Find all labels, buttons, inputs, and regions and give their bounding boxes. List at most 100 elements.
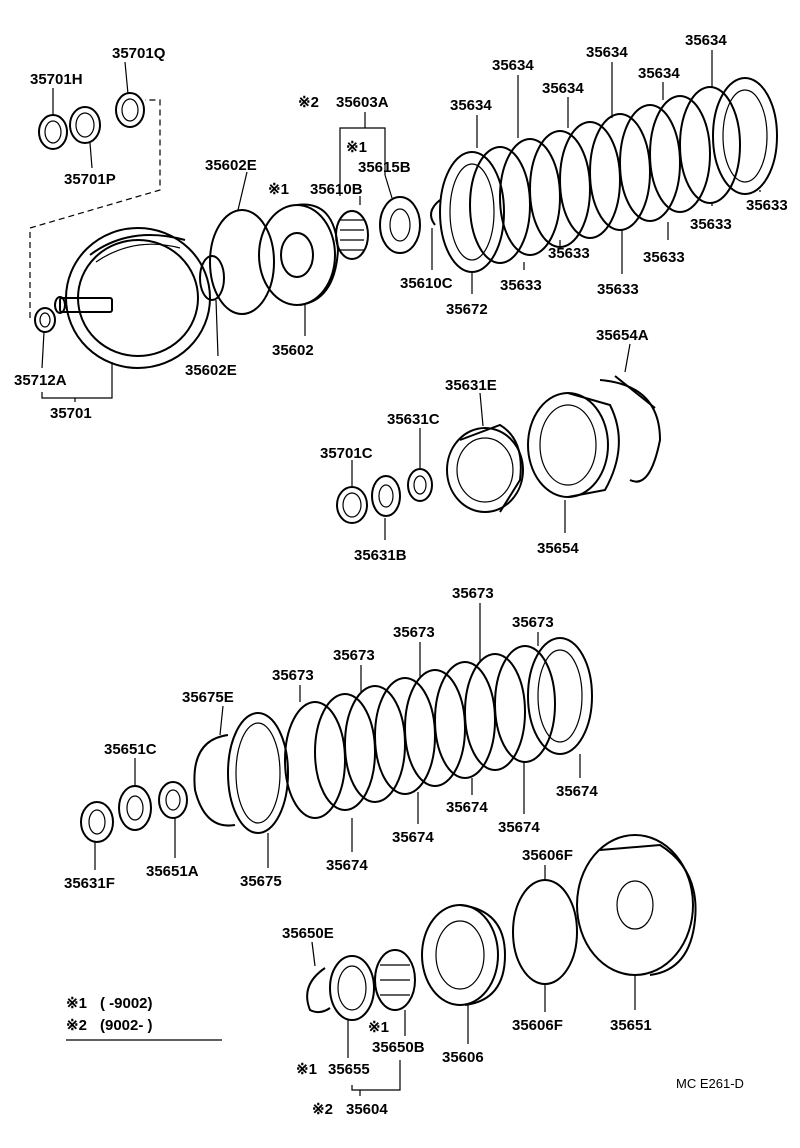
label-35615B: 35615B (358, 159, 411, 176)
part-35602E-small-oring (199, 255, 225, 301)
label-35701C: 35701C (320, 445, 373, 462)
clutch-disc-stack-lower (284, 637, 593, 819)
legend-text-1: ( -9002) (100, 995, 153, 1012)
leader-lines-top-clutch (471, 50, 761, 294)
part-35654A-snap-ring (599, 375, 662, 483)
label-35712A: 35712A (14, 372, 67, 389)
part-35651C-bearing (118, 785, 152, 831)
part-35650E-snap-ring (306, 967, 331, 1014)
label-35631B: 35631B (354, 547, 407, 564)
part-35610C-snap-ring (430, 199, 441, 226)
label-35651: 35651 (610, 1017, 652, 1034)
label-35602E-top: 35602E (205, 157, 257, 174)
label-35674-4: 35674 (498, 819, 540, 836)
mark-35603A: ※2 (298, 94, 319, 111)
label-35674-3: 35674 (446, 799, 488, 816)
part-35615B-seat (379, 196, 421, 254)
mark-35650B: ※1 (368, 1019, 389, 1036)
label-35673-4: 35673 (452, 585, 494, 602)
part-35655-plate (329, 955, 375, 1021)
mark-35610B: ※1 (268, 181, 289, 198)
mark-group-35610B: ※1 (346, 139, 367, 156)
label-35634-2: 35634 (492, 57, 534, 74)
legend: ※1 ( -9002) ※2 (9002- ) (66, 995, 222, 1041)
part-35651-drum (576, 834, 697, 976)
label-35634-3: 35634 (542, 80, 584, 97)
clutch-disc-stack-top (469, 77, 778, 264)
label-35675E: 35675E (182, 689, 234, 706)
label-35674-1: 35674 (326, 857, 368, 874)
label-35672: 35672 (446, 301, 488, 318)
label-35654: 35654 (537, 540, 579, 557)
diagram-code: MC E261-D (676, 1076, 744, 1091)
label-35610C: 35610C (400, 275, 453, 292)
label-35606F-bottom: 35606F (512, 1017, 563, 1034)
leader-lines-lower-clutch (94, 603, 581, 870)
part-35631E-hub (446, 423, 524, 513)
label-35673-5: 35673 (512, 614, 554, 631)
leader-lines-bottom (311, 865, 636, 1096)
label-35631E: 35631E (445, 377, 497, 394)
label-35675: 35675 (240, 873, 282, 890)
part-35610B-spring (335, 210, 369, 260)
label-35674-2: 35674 (392, 829, 434, 846)
label-35655: 35655 (328, 1061, 370, 1078)
group-bracket-35701 (29, 99, 161, 318)
part-35602-piston (258, 203, 340, 306)
label-35633-3: 35633 (597, 281, 639, 298)
part-35701H-ring (38, 114, 68, 150)
part-35631F-race (80, 801, 114, 843)
part-35675-flange (227, 712, 289, 834)
label-35606: 35606 (442, 1049, 484, 1066)
label-35633-4: 35633 (643, 249, 685, 266)
label-35633-1: 35633 (500, 277, 542, 294)
part-35701-drum (54, 227, 211, 369)
label-35633-5: 35633 (690, 216, 732, 233)
label-35634-1: 35634 (450, 97, 492, 114)
label-35701Q: 35701Q (112, 45, 166, 62)
part-35650B-spring (374, 949, 416, 1011)
part-35631B-bearing (371, 475, 401, 517)
leader-lines-middle (351, 343, 631, 540)
leader-lines-top-left (41, 61, 129, 402)
part-35602E-large-oring (209, 209, 275, 315)
label-35701H: 35701H (30, 71, 83, 88)
label-35606F-top: 35606F (522, 847, 573, 864)
part-35651A-race (158, 781, 188, 819)
label-35674-5: 35674 (556, 783, 598, 800)
legend-mark-1: ※1 (66, 995, 87, 1012)
label-35631C: 35631C (387, 411, 440, 428)
label-35651C: 35651C (104, 741, 157, 758)
label-35603A: 35603A (336, 94, 389, 111)
label-35673-1: 35673 (272, 667, 314, 684)
label-35633-2: 35633 (548, 245, 590, 262)
part-35701Q-ring (115, 92, 145, 128)
label-35602: 35602 (272, 342, 314, 359)
label-35673-3: 35673 (393, 624, 435, 641)
label-35701: 35701 (50, 405, 92, 422)
part-35672-flange (439, 151, 505, 273)
part-35631C-race (407, 468, 433, 502)
part-35701C-ring (336, 486, 368, 524)
part-35606F-oring (512, 879, 578, 985)
leader-lines-piston-group (215, 112, 433, 357)
part-35606-piston (421, 904, 507, 1006)
legend-mark-2: ※2 (66, 1017, 87, 1034)
label-35654A: 35654A (596, 327, 649, 344)
label-35650E: 35650E (282, 925, 334, 942)
part-35675E-snap-ring (193, 734, 236, 827)
label-35650B: 35650B (372, 1039, 425, 1056)
label-35701P: 35701P (64, 171, 116, 188)
label-35634-6: 35634 (685, 32, 727, 49)
part-35654-drum (527, 392, 620, 498)
label-35634-5: 35634 (638, 65, 680, 82)
mark-35604: ※2 (312, 1101, 333, 1118)
label-35610B: 35610B (310, 181, 363, 198)
label-35651A: 35651A (146, 863, 199, 880)
label-35604: 35604 (346, 1101, 388, 1118)
label-35631F: 35631F (64, 875, 115, 892)
label-35602E-bottom: 35602E (185, 362, 237, 379)
mark-35655: ※1 (296, 1061, 317, 1078)
label-35673-2: 35673 (333, 647, 375, 664)
